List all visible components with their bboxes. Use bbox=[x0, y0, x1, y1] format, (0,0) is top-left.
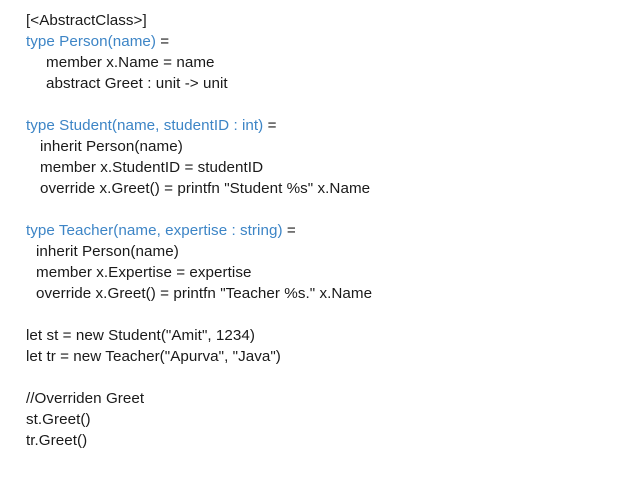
type-declaration-text: type Student(name, studentID : int) bbox=[26, 117, 264, 134]
code-line: override x.Greet() = printfn "Student %s… bbox=[40, 180, 371, 197]
code-line: st.Greet() bbox=[26, 411, 91, 428]
code-line: let st = new Student("Amit", 1234) bbox=[26, 327, 256, 344]
code-line: override x.Greet() = printfn "Teacher %s… bbox=[36, 285, 373, 302]
code-line-blank bbox=[0, 367, 638, 388]
code-line-type-declaration: type Person(name) = bbox=[0, 31, 638, 52]
code-line: inherit Person(name) bbox=[36, 243, 179, 260]
code-line: member x.Name = name bbox=[46, 54, 215, 71]
code-line-blank bbox=[0, 304, 638, 325]
code-line-blank bbox=[0, 94, 638, 115]
code-line: member x.StudentID = studentID bbox=[40, 159, 264, 176]
assignment-operator: = bbox=[282, 222, 296, 239]
code-line: abstract Greet : unit -> unit bbox=[46, 75, 228, 92]
code-line: inherit Person(name) bbox=[40, 138, 183, 155]
code-line: [<AbstractClass>] bbox=[26, 12, 147, 29]
code-listing: [<AbstractClass>] type Person(name) = memb… bbox=[0, 10, 638, 451]
code-line-type-declaration: type Teacher(name, expertise : string) = bbox=[0, 220, 638, 241]
code-line: //Overriden Greet bbox=[26, 390, 145, 407]
type-declaration-text: type Teacher(name, expertise : string) bbox=[26, 222, 283, 239]
assignment-operator: = bbox=[263, 117, 277, 134]
code-line: tr.Greet() bbox=[26, 432, 88, 449]
code-line-blank bbox=[0, 199, 638, 220]
assignment-operator: = bbox=[156, 33, 170, 50]
code-line: let tr = new Teacher("Apurva", "Java") bbox=[26, 348, 281, 365]
code-line: member x.Expertise = expertise bbox=[36, 264, 252, 281]
code-line-type-declaration: type Student(name, studentID : int) = bbox=[0, 115, 638, 136]
type-declaration-text: type Person(name) bbox=[26, 33, 157, 50]
